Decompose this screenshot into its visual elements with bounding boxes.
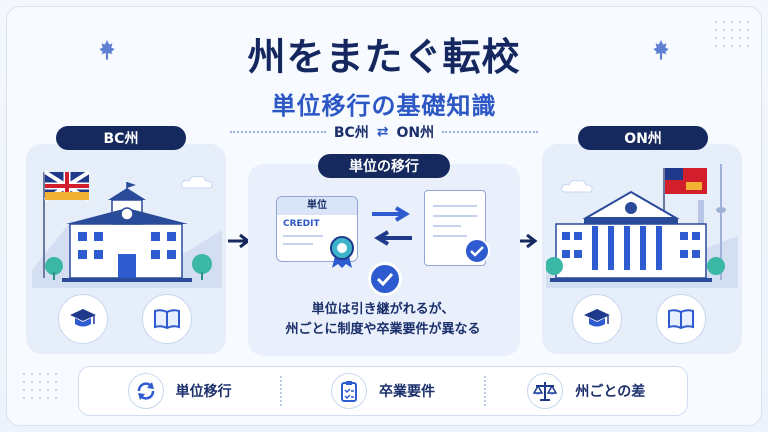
- credit-card-heading: 単位: [277, 197, 357, 215]
- check-badge-icon: [464, 238, 490, 264]
- summary-label: 卒業要件: [378, 384, 435, 400]
- divider: [280, 376, 283, 406]
- award-ribbon-icon: [330, 236, 354, 268]
- summary-label: 州ごとの差: [575, 384, 646, 400]
- graduation-cap-icon: [58, 294, 108, 344]
- on-university-illustration: [546, 164, 738, 288]
- transfer-note: 単位は引き継がれるが、 州ごとに制度や卒業要件が異なる: [262, 300, 504, 340]
- credit-card-text: CREDIT: [283, 219, 320, 229]
- exchange-arrow-icon: ⇄: [376, 124, 389, 140]
- bc-label: BC州: [56, 126, 186, 150]
- book-icon: [142, 294, 192, 344]
- transfer-label: 単位の移行: [318, 154, 450, 178]
- page-title: 州をまたぐ転校: [247, 35, 521, 79]
- page-subtitle: 単位移行の基礎知識: [271, 92, 497, 120]
- check-circle-icon: [368, 262, 402, 296]
- summary-item-graduation: 卒業要件: [282, 367, 483, 415]
- divider: [483, 376, 486, 406]
- route-from: BC州: [333, 125, 369, 141]
- scales-icon: [527, 373, 564, 409]
- bc-school-illustration: [32, 170, 222, 288]
- dot-pattern: [712, 18, 752, 48]
- dotted-divider: [442, 131, 538, 133]
- summary-bar: 単位移行 卒業要件 州ごとの差: [78, 366, 688, 416]
- dot-pattern: [20, 370, 60, 400]
- cloud-icon: [561, 180, 593, 193]
- summary-item-credit-transfer: 単位移行: [79, 367, 280, 415]
- note-line-2: 州ごとに制度や卒業要件が異なる: [285, 322, 481, 337]
- cloud-icon: [181, 176, 213, 189]
- note-line-1: 単位は引き継がれるが、: [311, 302, 455, 317]
- transfer-arrows-icon: [372, 206, 412, 246]
- on-label: ON州: [578, 126, 708, 150]
- route-to: ON州: [396, 125, 435, 141]
- summary-label: 単位移行: [175, 384, 232, 400]
- maple-leaf-icon: [653, 40, 669, 60]
- graduation-cap-icon: [572, 294, 622, 344]
- route-indicator: BC州 ⇄ ON州: [230, 122, 538, 142]
- clipboard-icon: [330, 373, 367, 409]
- book-icon: [656, 294, 706, 344]
- summary-item-province-differences: 州ごとの差: [486, 367, 687, 415]
- refresh-icon: [127, 373, 164, 409]
- dotted-divider: [230, 131, 326, 133]
- maple-leaf-icon: [99, 40, 115, 60]
